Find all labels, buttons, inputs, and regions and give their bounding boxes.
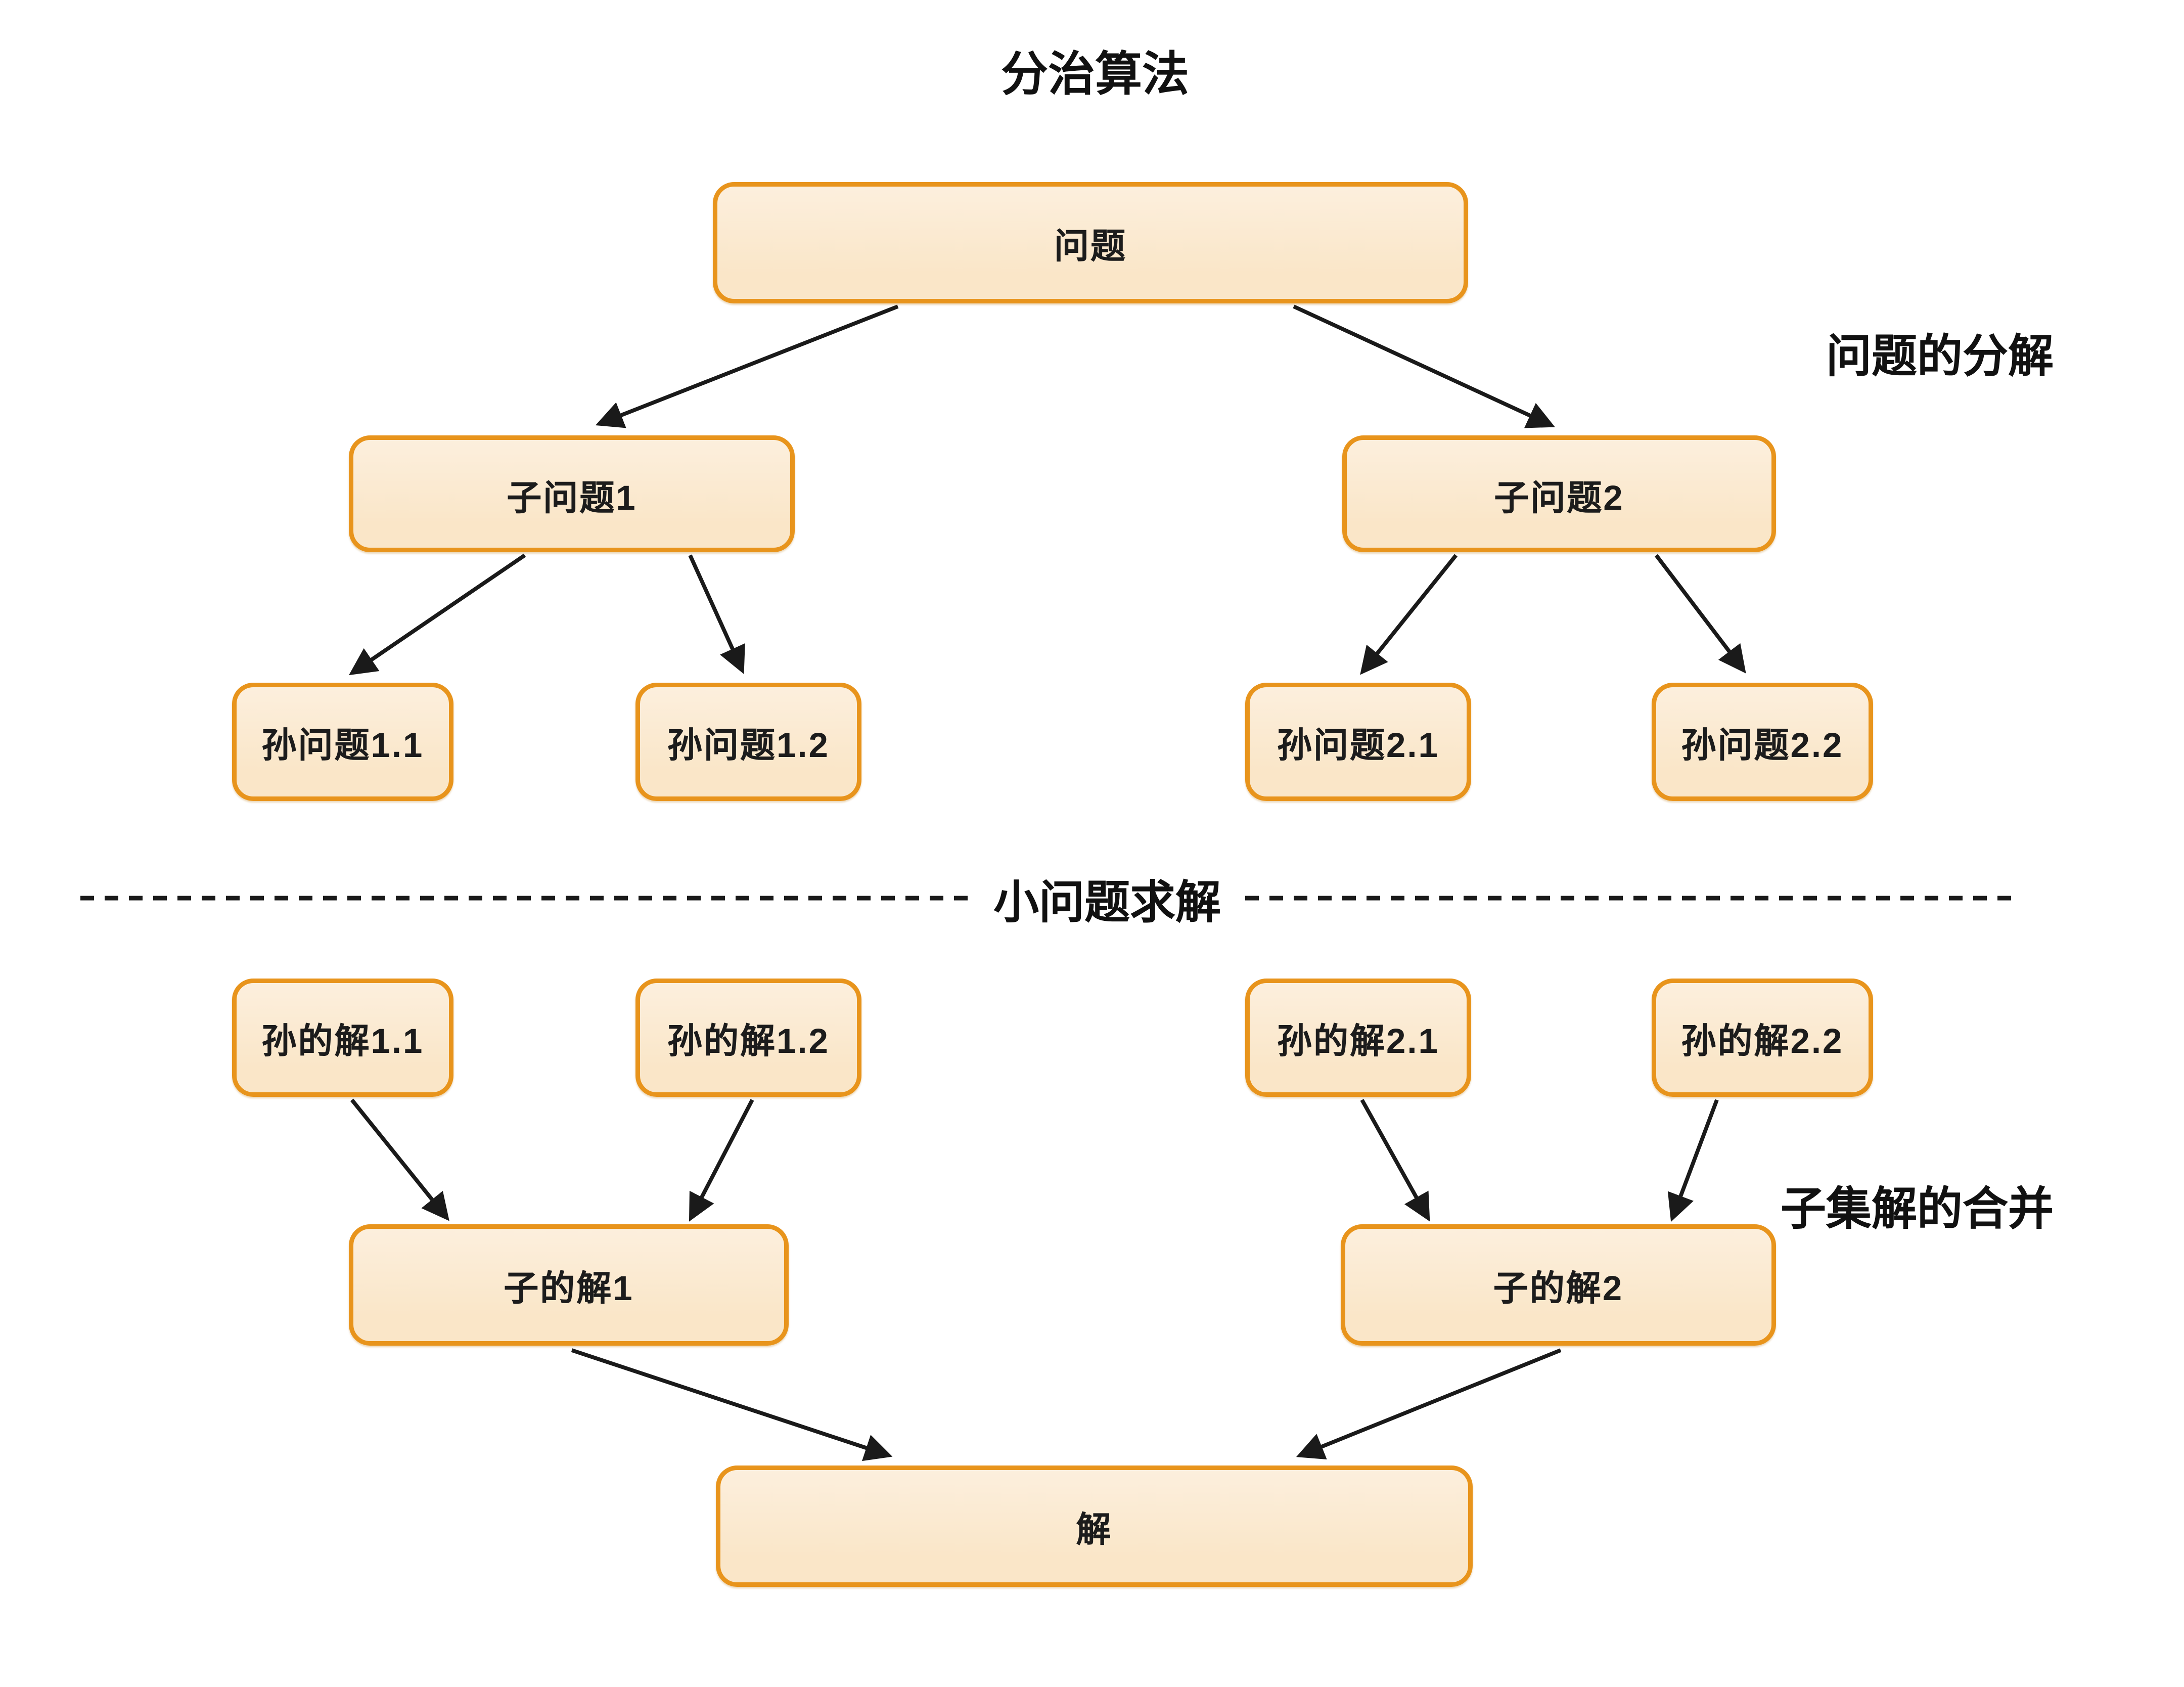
node-subsolution-2: 子的解2	[1341, 1224, 1776, 1346]
arrow-grandsolution22-to-subsolution2	[1667, 1099, 1719, 1222]
node-grandsolution-2-1: 孙的解2.1	[1245, 979, 1471, 1097]
node-grandproblem-1-1: 孙问题1.1	[232, 683, 453, 801]
node-grandsolution-1-1: 孙的解1.1	[232, 979, 453, 1097]
arrow-grandsolution11-to-subsolution1	[350, 1098, 449, 1221]
arrow-grandsolution21-to-subsolution2	[1360, 1099, 1430, 1222]
arrow-subproblem1-to-grandproblem12	[688, 554, 745, 674]
arrow-subproblem2-to-grandproblem22	[1654, 554, 1746, 674]
node-problem: 问题	[713, 182, 1468, 303]
arrow-subproblem1-to-grandproblem11	[348, 553, 526, 676]
node-solution: 解	[716, 1466, 1473, 1587]
node-subsolution-1: 子的解1	[349, 1224, 789, 1346]
arrow-grandsolution12-to-subsolution1	[689, 1099, 754, 1222]
label-small-problem-solving: 小问题求解	[969, 865, 1245, 931]
node-subproblem-2: 子问题2	[1342, 435, 1776, 552]
arrow-subsolution2-to-solution	[1296, 1348, 1562, 1459]
label-problem-decomposition: 问题的分解	[1826, 332, 2054, 382]
node-subproblem-1: 子问题1	[349, 435, 795, 552]
arrow-subsolution1-to-solution	[571, 1348, 893, 1461]
node-grandsolution-2-2: 孙的解2.2	[1652, 979, 1873, 1097]
node-grandsolution-1-2: 孙的解1.2	[635, 979, 861, 1097]
arrow-subproblem2-to-grandproblem21	[1360, 554, 1458, 675]
label-merge-of-sub-solutions: 子集解的合并	[1781, 1185, 2054, 1235]
node-grandproblem-2-2: 孙问题2.2	[1652, 683, 1873, 801]
arrow-problem-to-subproblem2	[1293, 304, 1555, 428]
arrow-problem-to-subproblem1	[595, 304, 899, 428]
diagram-title: 分治算法	[1001, 48, 1189, 101]
node-grandproblem-1-2: 孙问题1.2	[635, 683, 861, 801]
node-grandproblem-2-1: 孙问题2.1	[1245, 683, 1471, 801]
